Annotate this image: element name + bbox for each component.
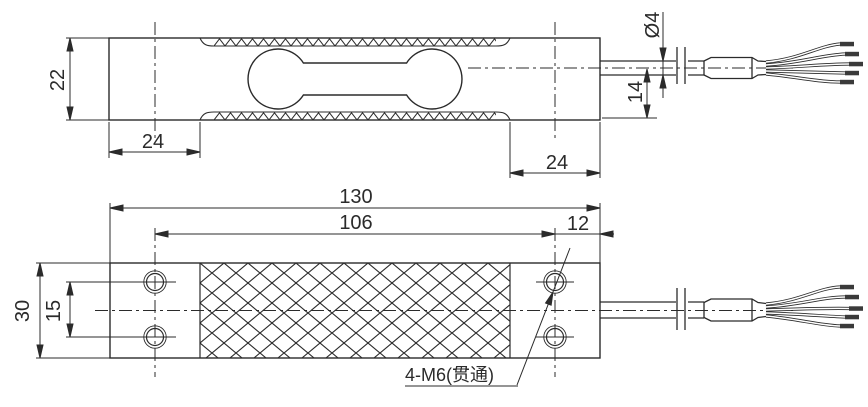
cable-boot-side — [703, 56, 767, 80]
dim-label-106: 106 — [339, 212, 372, 234]
flexure-bone-cutout — [247, 48, 463, 110]
side-view-centerlines — [154, 22, 793, 142]
wire-fan-plan — [765, 284, 863, 329]
dim-label-right-24: 24 — [546, 152, 568, 174]
dim-22-lines — [66, 37, 109, 121]
cable-stub-plan — [688, 301, 704, 319]
cable-assembly-side — [600, 41, 863, 85]
side-view-body-outline — [108, 37, 601, 121]
cable-stub-side — [688, 60, 704, 76]
cable-break-marks-plan — [676, 288, 686, 330]
dim-label-12: 12 — [567, 213, 589, 235]
cable-break-marks-side — [676, 47, 686, 84]
dim-label-cable-dia: Ø4 — [642, 12, 664, 39]
dim-label-left-24: 24 — [142, 131, 164, 153]
plan-view — [95, 228, 793, 377]
top-knurl-band — [199, 37, 511, 47]
dim-label-14: 14 — [625, 81, 647, 103]
dim-130-lines — [109, 203, 601, 263]
dim-label-height-22: 22 — [47, 69, 69, 91]
cable-boot-plan — [703, 298, 767, 322]
cable-assembly-plan — [600, 284, 863, 330]
plan-view-dimensions — [36, 203, 614, 387]
cable-plan — [600, 301, 676, 319]
wire-terminals-plan — [840, 284, 863, 329]
thread-callout-label: 4-M6(贯通) — [405, 365, 494, 385]
thread-callout-leader — [405, 247, 571, 387]
wire-fan-side — [765, 41, 863, 85]
dim-label-15: 15 — [43, 300, 65, 322]
side-view-dimensions — [66, 12, 667, 178]
dim-label-130: 130 — [339, 186, 372, 208]
dim-24R-lines — [509, 122, 601, 178]
dim-30-lines — [36, 262, 110, 359]
bottom-knurl-band — [199, 111, 511, 121]
side-view — [108, 22, 793, 142]
dim-15-lines — [66, 281, 176, 338]
dim-label-30: 30 — [12, 300, 34, 322]
wire-terminals-side — [840, 41, 863, 85]
